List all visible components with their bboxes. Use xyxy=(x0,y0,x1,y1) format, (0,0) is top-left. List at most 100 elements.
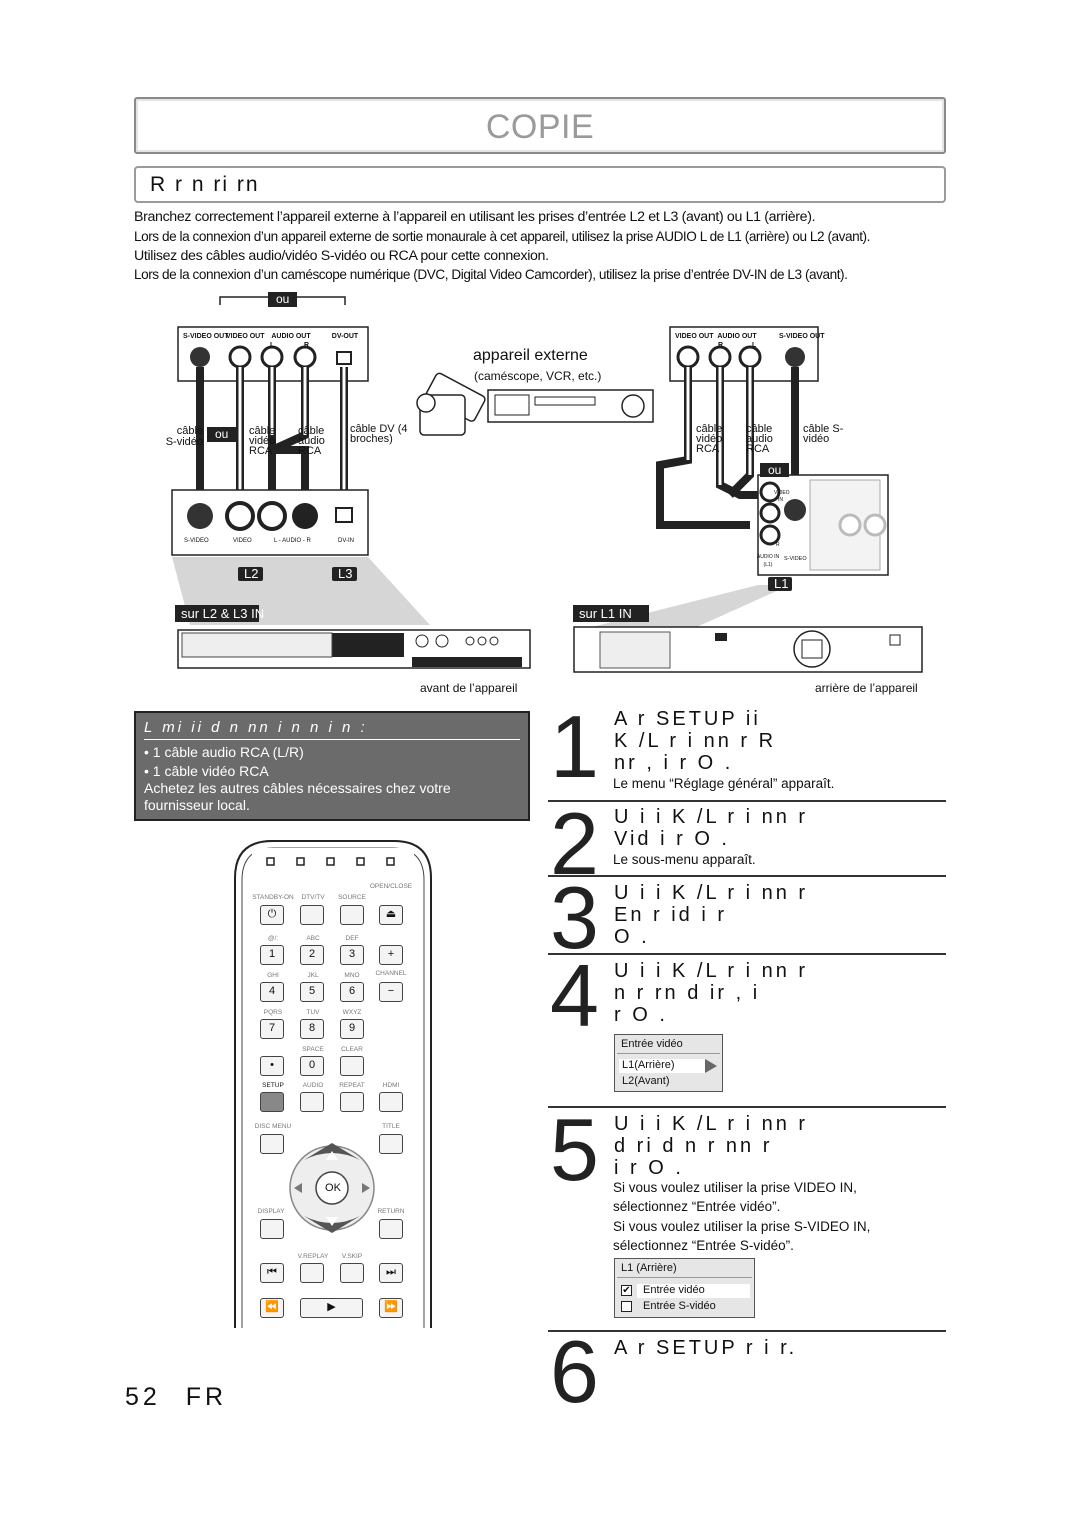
power-button[interactable]: ⏻ xyxy=(260,905,284,925)
step-divider xyxy=(548,800,946,802)
triangle-right-icon xyxy=(705,1059,717,1073)
dot-button[interactable]: • xyxy=(260,1056,284,1076)
digit-2-button[interactable]: 2 xyxy=(300,945,324,965)
remote-label-discmenu: DISC MENU xyxy=(254,1123,292,1130)
digit-6-button[interactable]: 6 xyxy=(340,982,364,1002)
menu-option-svideo[interactable]: Entrée S-vidéo xyxy=(643,1300,716,1312)
rewind-button[interactable]: ⏪ xyxy=(260,1298,284,1318)
remote-letters: WXYZ xyxy=(342,1009,362,1016)
menu-l1-rear: L1 (Arrière) ✔ Entrée vidéo Entrée S-vid… xyxy=(614,1258,755,1318)
skip-forward-button[interactable]: ⏭ xyxy=(379,1263,403,1283)
setup-button[interactable] xyxy=(260,1092,284,1112)
jack-label-right-svideo-out: S-VIDEO OUT xyxy=(779,333,825,340)
step-5-note: sélectionnez “Entrée vidéo”. xyxy=(613,1199,781,1214)
step-2-note: Le sous-menu apparaît. xyxy=(613,852,756,867)
ou-label-left: ou xyxy=(207,427,237,442)
cable-svideo-right: câble S-vidéo xyxy=(803,423,844,445)
camcorder-icon xyxy=(416,372,486,436)
jack-label-right-r: R xyxy=(718,342,724,349)
remote-label-return: RETURN xyxy=(377,1208,405,1215)
accessories-note-line: Achetez les autres câbles nécessaires ch… xyxy=(144,780,451,796)
remote-label-vskip: V.SKIP xyxy=(341,1253,363,1260)
jack-label-right-audio-out: AUDIO OUT xyxy=(717,333,757,340)
digit-8-button[interactable]: 8 xyxy=(300,1019,324,1039)
menu-option-rear[interactable]: L1(Arrière) xyxy=(619,1059,705,1073)
section-heading: R r n ri rn xyxy=(150,173,260,196)
sur-rear-tag: sur L1 IN xyxy=(573,605,649,622)
jack-label-dv-out: DV-OUT xyxy=(331,333,359,340)
remote-letters: @/: xyxy=(267,935,279,942)
vreplay-button[interactable] xyxy=(300,1263,324,1283)
step-number: 6 xyxy=(550,1322,599,1421)
source-button[interactable] xyxy=(340,905,364,925)
intro-line-3: Utilisez des câbles audio/vidéo S-vidéo … xyxy=(134,248,549,264)
rear-jack-label-svideo: S-VIDEO xyxy=(784,556,807,562)
step-divider xyxy=(548,1330,946,1332)
rear-jack-label-r: R xyxy=(776,542,780,548)
digit-0-button[interactable]: 0 xyxy=(300,1056,324,1076)
jack-label-video-out: VIDEO OUT xyxy=(226,333,265,340)
step-1-note: Le menu “Réglage général” apparaît. xyxy=(613,776,835,791)
clear-button[interactable] xyxy=(340,1056,364,1076)
audio-button[interactable] xyxy=(300,1092,324,1112)
digit-1-button[interactable]: 1 xyxy=(260,945,284,965)
remote-label-title: TITLE xyxy=(382,1123,400,1130)
connection-diagram xyxy=(171,296,923,673)
display-button[interactable] xyxy=(260,1219,284,1239)
step-2-line: Vid i r O . xyxy=(614,828,730,850)
digit-3-button[interactable]: 3 xyxy=(340,945,364,965)
remote-label-repeat: REPEAT xyxy=(339,1082,365,1089)
front-jack-label-audio: L - AUDIO - R xyxy=(274,538,311,544)
title-button[interactable] xyxy=(379,1134,403,1154)
play-button[interactable]: ▶ xyxy=(300,1298,363,1318)
digit-4-button[interactable]: 4 xyxy=(260,982,284,1002)
front-svideo-jack xyxy=(187,503,213,529)
dtvtv-button[interactable] xyxy=(300,905,324,925)
step-4-line: r O . xyxy=(614,1004,668,1026)
checkbox-checked-icon[interactable]: ✔ xyxy=(621,1285,632,1296)
front-jack-label-svideo: S-VIDEO xyxy=(184,538,209,544)
repeat-button[interactable] xyxy=(340,1092,364,1112)
jack-label-right-l: L xyxy=(752,342,757,349)
step-3-line: O . xyxy=(614,926,650,948)
disc-menu-button[interactable] xyxy=(260,1134,284,1154)
vcr-icon xyxy=(487,389,654,423)
step-3-line: U i i K /L r i nn r xyxy=(614,882,809,904)
channel-down-button[interactable]: − xyxy=(379,982,403,1002)
channel-up-button[interactable]: + xyxy=(379,945,403,965)
checkbox-empty-icon[interactable] xyxy=(621,1301,632,1312)
remote-letters: JKL xyxy=(307,972,319,979)
remote-letters: ABC xyxy=(306,935,320,942)
vskip-button[interactable] xyxy=(340,1263,364,1283)
front-dvin-jack xyxy=(335,507,353,523)
rear-jack-label-video: VIDEO xyxy=(774,490,790,496)
hdmi-button[interactable] xyxy=(379,1092,403,1112)
step-number: 2 xyxy=(550,794,599,893)
remote-label-hdmi: HDMI xyxy=(382,1082,400,1089)
intro-line-2: Lors de la connexion d’un appareil exter… xyxy=(134,229,870,244)
step-5-note: Si vous voulez utiliser la prise VIDEO I… xyxy=(613,1180,857,1195)
ou-label-right: ou xyxy=(760,463,790,477)
digit-9-button[interactable]: 9 xyxy=(340,1019,364,1039)
step-5-line: U i i K /L r i nn r xyxy=(614,1113,809,1135)
digit-7-button[interactable]: 7 xyxy=(260,1019,284,1039)
svideo-jack-left xyxy=(190,347,210,367)
front-audio-r-jack xyxy=(292,503,318,529)
step-3-line: En r id i r xyxy=(614,904,728,926)
remote-letters: DEF xyxy=(345,935,359,942)
step-5-note: sélectionnez “Entrée S-vidéo”. xyxy=(613,1238,794,1253)
step-5-note: Si vous voulez utiliser la prise S-VIDEO… xyxy=(613,1219,871,1234)
fast-forward-button[interactable]: ⏩ xyxy=(379,1298,403,1318)
skip-back-button[interactable]: ⏮ xyxy=(260,1263,284,1283)
page-footer: 52 FR xyxy=(125,1383,227,1412)
step-2-line: U i i K /L r i nn r xyxy=(614,806,809,828)
badge-l1: L1 xyxy=(768,577,792,591)
ok-button[interactable]: OK xyxy=(325,1182,341,1194)
cable-audio-left: câble audio RCA xyxy=(298,425,325,457)
eject-button[interactable]: ⏏ xyxy=(379,905,403,925)
digit-5-button[interactable]: 5 xyxy=(300,982,324,1002)
front-jack-label-dvin: DV-IN xyxy=(338,538,355,544)
return-button[interactable] xyxy=(379,1219,403,1239)
menu-option-front[interactable]: L2(Avant) xyxy=(622,1075,670,1087)
menu-option-video[interactable]: Entrée vidéo xyxy=(637,1284,750,1298)
